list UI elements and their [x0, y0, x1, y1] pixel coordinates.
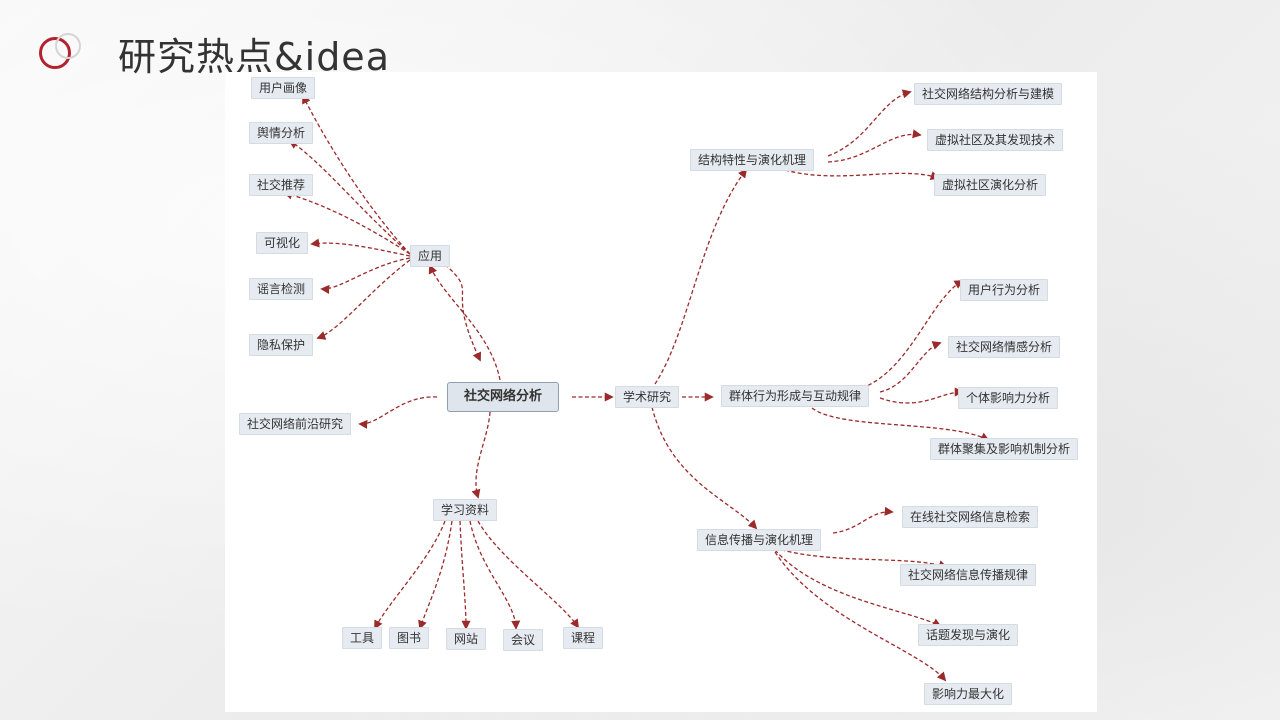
study-websites[interactable]: 网站: [445, 628, 487, 650]
app-user-profile[interactable]: 用户画像: [250, 77, 316, 99]
structure-community-evolution[interactable]: 虚拟社区演化分析: [933, 174, 1047, 196]
app-social-recommend[interactable]: 社交推荐: [248, 174, 314, 196]
research-structure[interactable]: 结构特性与演化机理: [689, 149, 815, 171]
branch-study[interactable]: 学习资料: [432, 499, 498, 521]
structure-modeling[interactable]: 社交网络结构分析与建模: [913, 83, 1063, 105]
research-group-behavior[interactable]: 群体行为形成与互动规律: [720, 385, 870, 407]
study-tools[interactable]: 工具: [341, 627, 383, 649]
page-title: 研究热点&idea: [118, 35, 390, 79]
group-aggregation[interactable]: 群体聚集及影响机制分析: [929, 438, 1079, 460]
title-bullet-icon: [39, 33, 81, 71]
branch-research[interactable]: 学术研究: [614, 386, 680, 408]
study-courses[interactable]: 课程: [562, 627, 604, 649]
app-opinion-analysis[interactable]: 舆情分析: [248, 122, 314, 144]
prop-influence-max[interactable]: 影响力最大化: [923, 683, 1013, 705]
prop-pattern[interactable]: 社交网络信息传播规律: [899, 564, 1037, 586]
study-conferences[interactable]: 会议: [502, 629, 544, 651]
branch-frontier[interactable]: 社交网络前沿研究: [238, 413, 352, 435]
prop-topic[interactable]: 话题发现与演化: [917, 624, 1019, 646]
group-influence[interactable]: 个体影响力分析: [957, 387, 1059, 409]
structure-community-discovery[interactable]: 虚拟社区及其发现技术: [926, 129, 1064, 151]
group-user-behavior[interactable]: 用户行为分析: [959, 279, 1049, 301]
app-visualization[interactable]: 可视化: [255, 232, 309, 254]
app-privacy-protect[interactable]: 隐私保护: [248, 334, 314, 356]
branch-application[interactable]: 应用: [409, 245, 451, 267]
ring-shadow-icon: [55, 33, 81, 59]
research-propagation[interactable]: 信息传播与演化机理: [696, 529, 822, 551]
root-node[interactable]: 社交网络分析: [446, 382, 560, 412]
study-books[interactable]: 图书: [388, 627, 430, 649]
app-rumor-detection[interactable]: 谣言检测: [248, 278, 314, 300]
group-sentiment[interactable]: 社交网络情感分析: [947, 336, 1061, 358]
prop-retrieval[interactable]: 在线社交网络信息检索: [901, 506, 1039, 528]
